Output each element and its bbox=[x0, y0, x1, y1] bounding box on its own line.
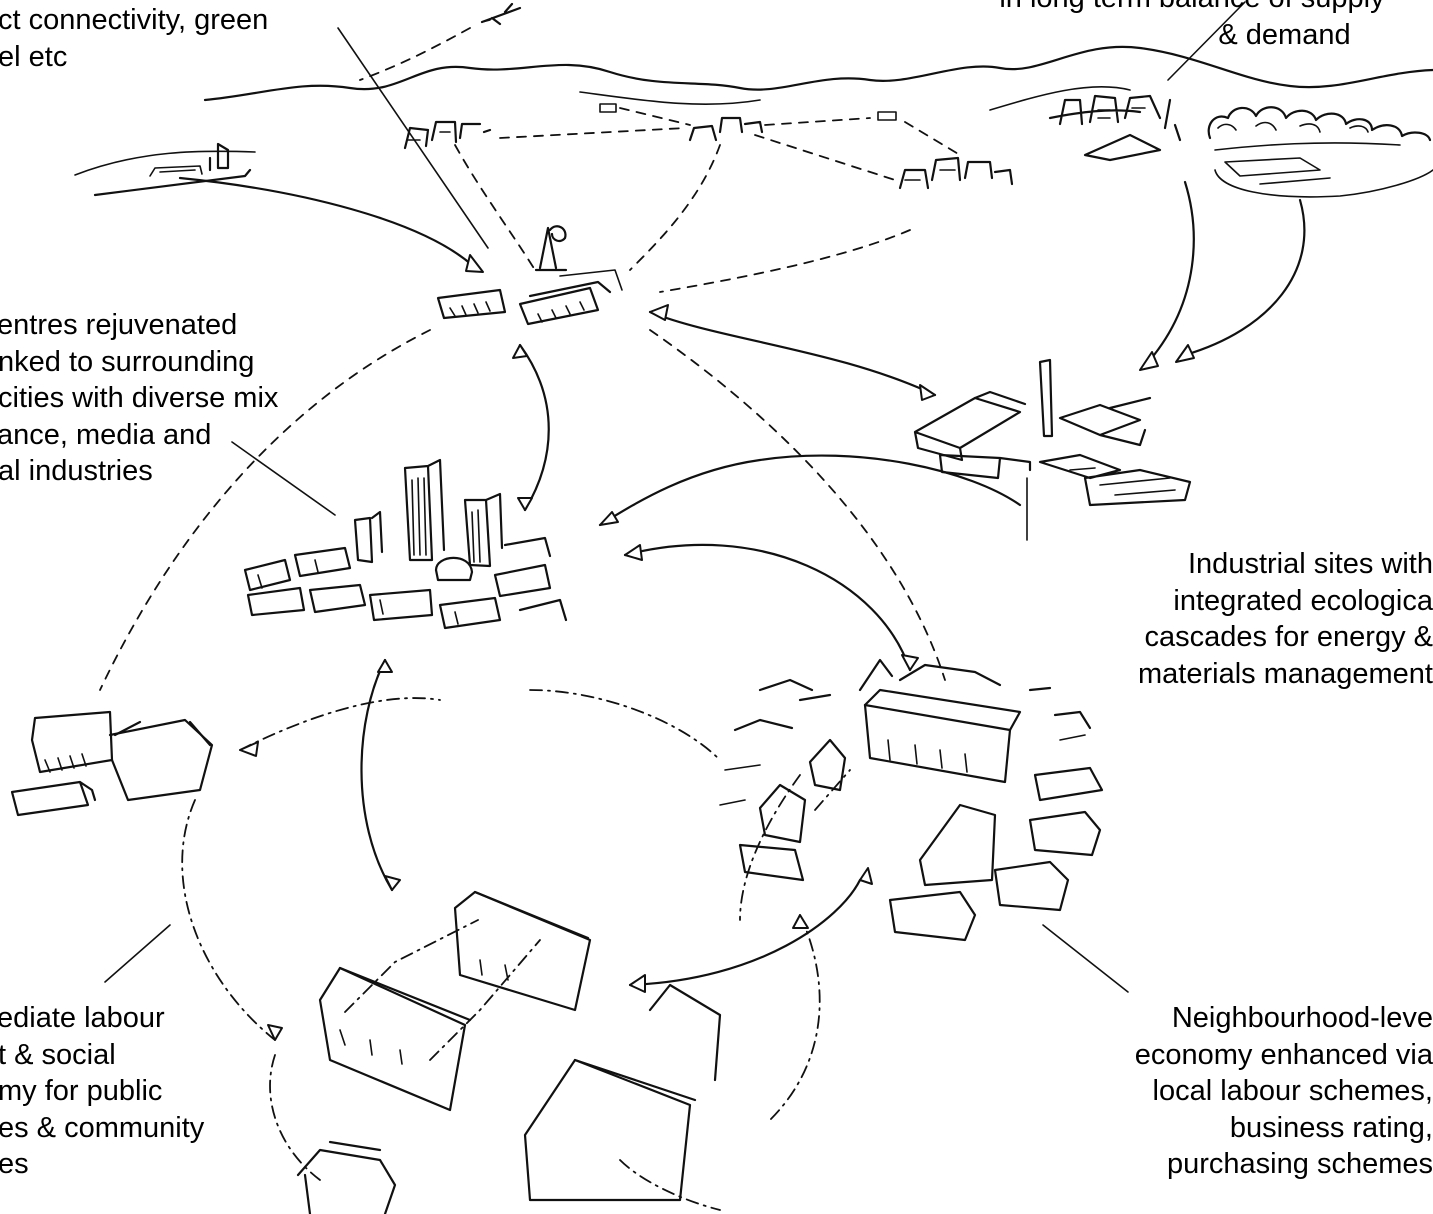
leader-lines bbox=[104, 1, 1246, 993]
neighbourhood-icon bbox=[719, 658, 1104, 942]
label-city-centres-line-2: nked to surrounding bbox=[0, 345, 255, 378]
label-neighbourhood-line-3: local labour schemes, bbox=[1152, 1075, 1433, 1107]
flow-arrows bbox=[178, 176, 1306, 987]
label-industrial-line-4: materials management bbox=[1138, 657, 1433, 690]
airplane-icon bbox=[480, 2, 522, 26]
label-city-centres-line-1: entres rejuvenated bbox=[0, 309, 238, 341]
label-connectivity: ct connectivity, green el etc bbox=[0, 2, 268, 75]
hills-horizon bbox=[203, 45, 1433, 111]
label-connectivity-line-1: ct connectivity, green bbox=[0, 4, 269, 36]
town-link-c bbox=[764, 117, 871, 126]
label-intermediate-labour: ediate labour t & social my for public e… bbox=[0, 1000, 204, 1183]
town-link-d bbox=[754, 134, 896, 181]
label-neighbourhood: Neighbourhood-leve economy enhanced via … bbox=[1135, 1000, 1433, 1183]
ship-icon bbox=[93, 142, 252, 197]
label-city-centres-line-5: al industries bbox=[0, 455, 153, 487]
label-industrial-sites: Industrial sites with integrated ecologi… bbox=[1138, 546, 1433, 692]
label-connectivity-line-2: el etc bbox=[0, 40, 68, 73]
label-city-centres-line-4: ance, media and bbox=[0, 418, 212, 451]
label-supply-demand: in long term balance of supply & demand bbox=[942, 0, 1433, 53]
label-intermediate-line-4: es & community bbox=[0, 1111, 205, 1144]
dashed-arcs bbox=[99, 144, 946, 1211]
shipping-route bbox=[74, 150, 256, 176]
label-industrial-line-1: Industrial sites with bbox=[1188, 548, 1433, 580]
transport-hub-icon bbox=[436, 225, 623, 326]
label-supply-demand-line-1: in long term balance of supply bbox=[942, 0, 1433, 17]
town-link-a bbox=[499, 127, 686, 139]
label-industrial-line-3: cascades for energy & bbox=[1144, 621, 1433, 653]
power-station-icon bbox=[1048, 94, 1182, 162]
industrial-site-icon bbox=[913, 358, 1192, 507]
label-neighbourhood-line-2: economy enhanced via bbox=[1134, 1038, 1433, 1071]
distant-town-1 bbox=[403, 120, 492, 150]
town-link-e bbox=[904, 121, 961, 156]
city-centre-icon bbox=[243, 458, 568, 630]
houses-icon bbox=[296, 890, 722, 1214]
arrowheads bbox=[239, 254, 1195, 1041]
label-city-centres: entres rejuvenated nked to surrounding c… bbox=[0, 307, 278, 490]
distant-town-2 bbox=[599, 103, 897, 142]
town-link-b bbox=[619, 107, 691, 126]
distant-town-3 bbox=[898, 156, 1014, 190]
label-supply-demand-line-2: & demand bbox=[1218, 18, 1351, 51]
label-intermediate-line-2: t & social bbox=[0, 1038, 116, 1071]
label-city-centres-line-3: cities with diverse mix bbox=[0, 382, 279, 414]
label-intermediate-line-3: my for public bbox=[0, 1075, 163, 1107]
label-industrial-line-2: integrated ecologica bbox=[1173, 584, 1433, 617]
label-neighbourhood-line-4: business rating, bbox=[1229, 1111, 1433, 1144]
forest-icon bbox=[1207, 106, 1433, 198]
label-intermediate-line-5: es bbox=[0, 1148, 29, 1180]
label-neighbourhood-line-1: Neighbourhood-leve bbox=[1171, 1002, 1433, 1034]
label-neighbourhood-line-5: purchasing schemes bbox=[1167, 1148, 1433, 1180]
label-intermediate-line-1: ediate labour bbox=[0, 1002, 165, 1034]
flight-path bbox=[359, 27, 471, 81]
business-units-icon bbox=[10, 710, 214, 817]
